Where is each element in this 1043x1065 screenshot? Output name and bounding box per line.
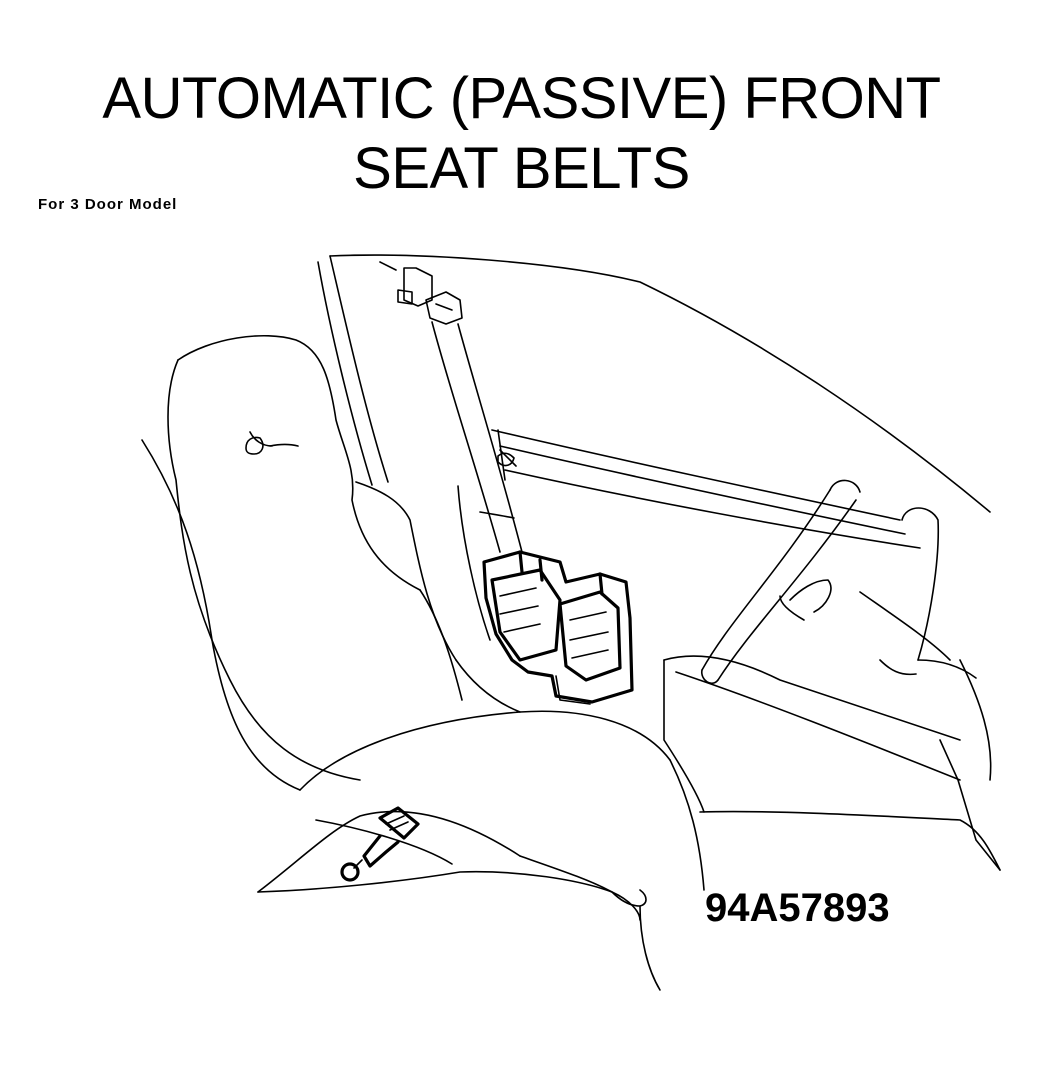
upper-belt-anchor: [397, 267, 463, 325]
door-handle-lever: [701, 479, 861, 685]
shoulder-belt-strap: [431, 321, 523, 553]
title-line-2: SEAT BELTS: [353, 136, 690, 201]
title-line-1: AUTOMATIC (PASSIVE) FRONT: [102, 66, 941, 131]
seat-buckle: [340, 806, 420, 882]
seat-cushion: [257, 710, 705, 991]
door-sill-console: [663, 655, 1001, 871]
figure-id: 94A57893: [705, 886, 890, 930]
seat-back: [141, 335, 463, 791]
door-armrest: [859, 507, 977, 679]
model-subtitle: For 3 Door Model: [38, 196, 178, 213]
door-window: [317, 254, 991, 549]
retractor-assembly: [482, 550, 634, 705]
